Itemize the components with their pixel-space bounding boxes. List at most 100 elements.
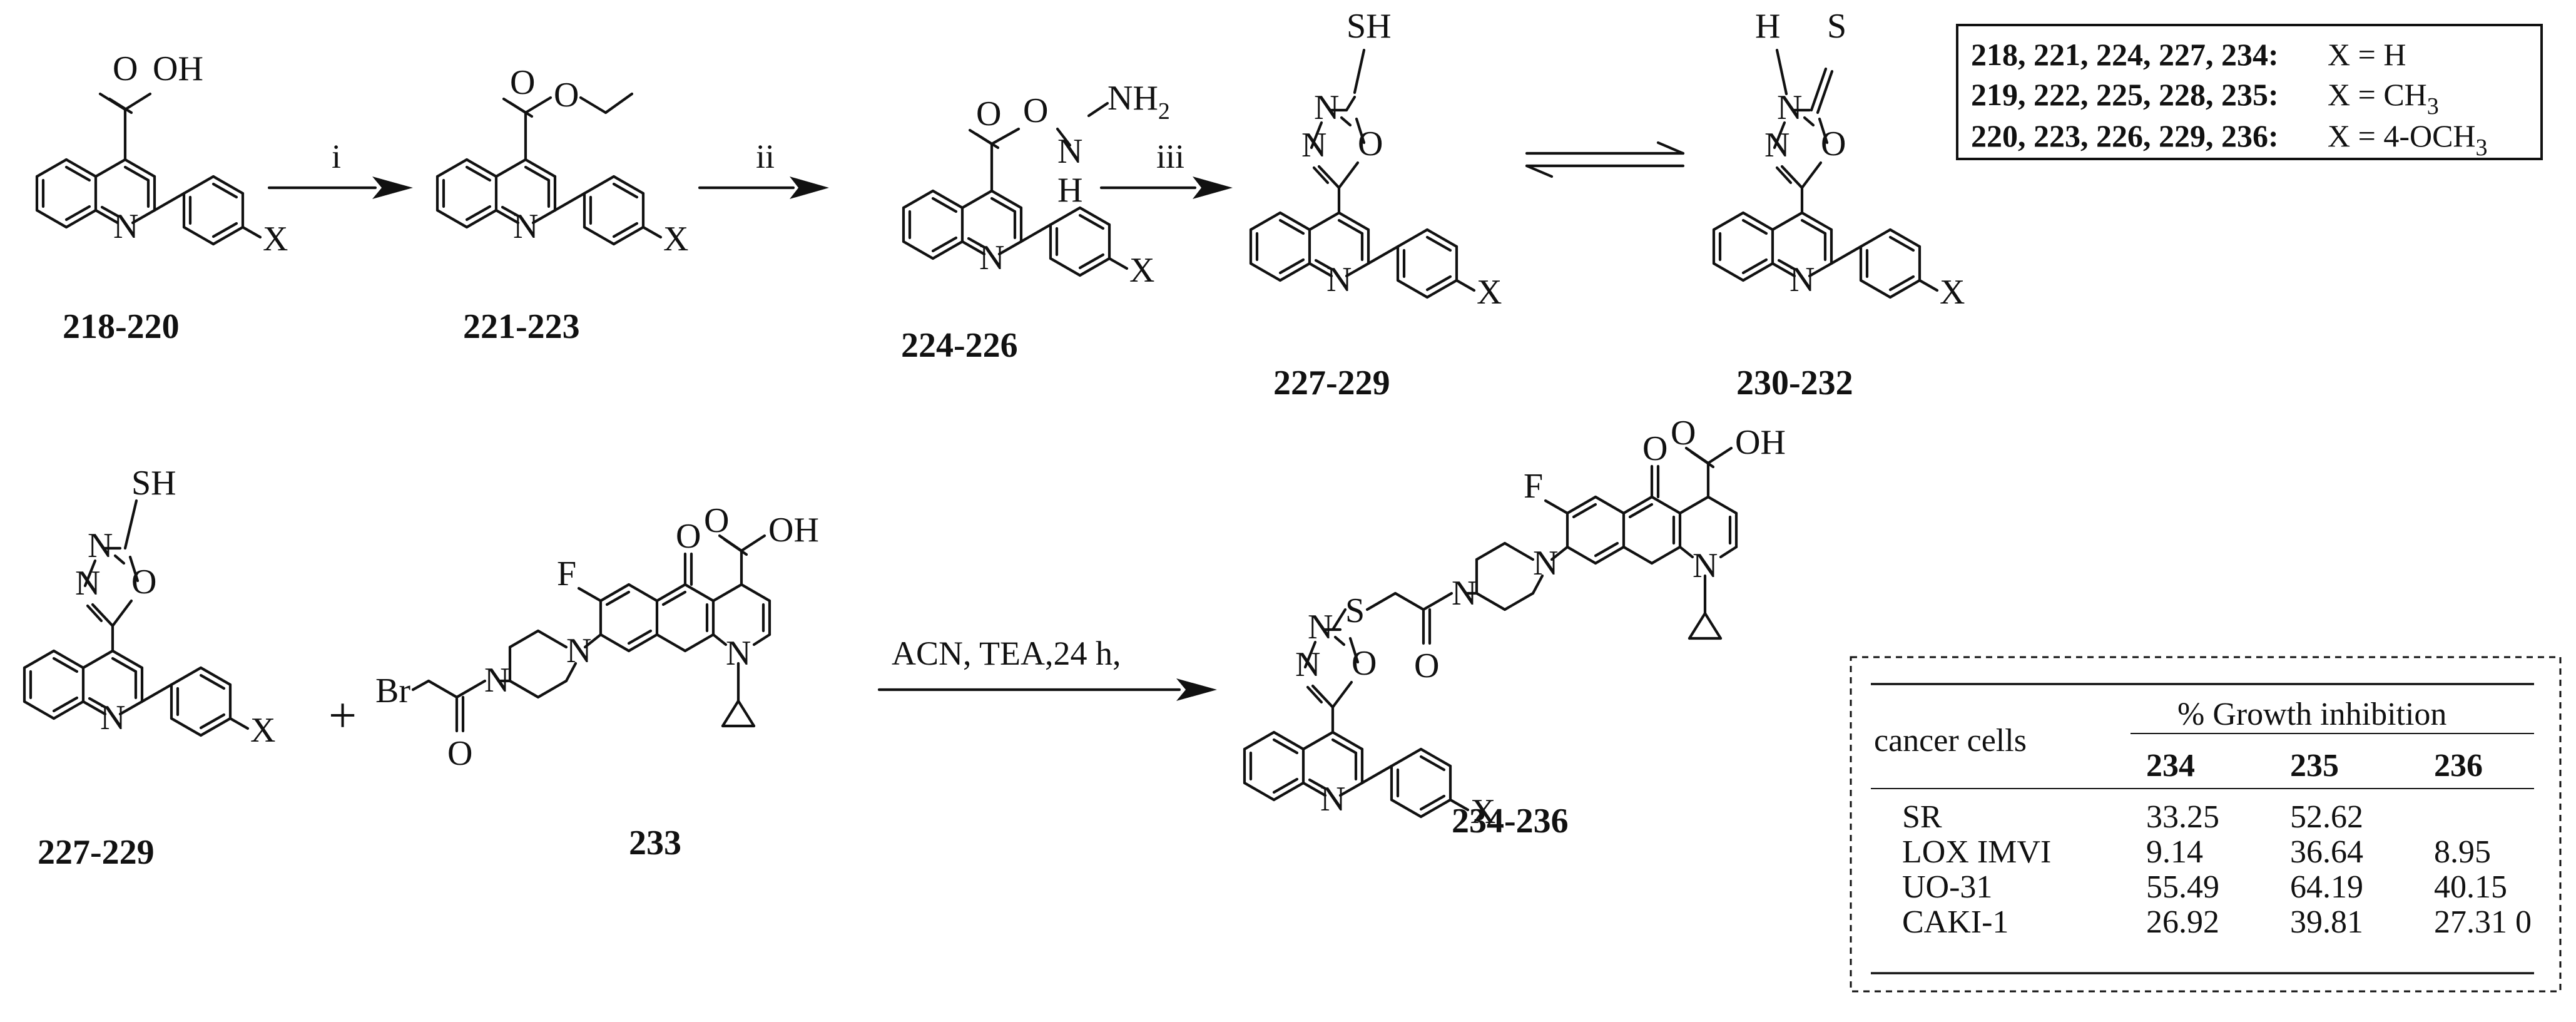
compound-227-229: N N O SH N X 227-229: [1251, 7, 1502, 402]
compound-230-232: N N H O S N X 230-232: [1714, 7, 1965, 402]
atom-N: N: [1320, 780, 1345, 819]
reagent-ii: ii: [756, 138, 775, 175]
atom-N: N: [88, 526, 113, 565]
arrow-step-iii: iii: [1099, 138, 1233, 199]
row-value: 26.92: [2146, 904, 2219, 940]
row-value: 9.14: [2146, 834, 2203, 870]
row-value: 27.31 0: [2434, 904, 2532, 940]
atom-NH: N: [1057, 132, 1082, 171]
atom-N: N: [566, 631, 591, 670]
atom-O: O: [1023, 91, 1048, 130]
atom-O: O: [1642, 429, 1667, 468]
row-cell: SR: [1902, 799, 1942, 835]
substituent-legend: 218, 221, 224, 227, 234: X = H 219, 222,…: [1956, 24, 2543, 161]
compound-label: 224-226: [901, 326, 1018, 365]
atom-N: N: [1693, 546, 1718, 585]
reagent-iii: iii: [1156, 138, 1184, 175]
atom-N: N: [1314, 88, 1339, 127]
row-cell: CAKI-1: [1902, 904, 2008, 940]
atom-N: N: [979, 238, 1004, 277]
atom-O: O: [676, 517, 701, 556]
reagent-coupling: ACN, TEA,24 h,: [892, 635, 1121, 672]
row-value: 40.15: [2434, 869, 2507, 905]
atom-SH: SH: [1347, 7, 1392, 46]
atom-N: N: [113, 207, 138, 246]
row-cell: UO-31: [1902, 869, 1992, 905]
atom-N: N: [75, 564, 100, 603]
atom-O: O: [1821, 125, 1846, 163]
legend-row-1: 218, 221, 224, 227, 234: X = H: [1971, 37, 2406, 72]
atom-N: N: [726, 634, 751, 673]
compound-label: 227-229: [38, 833, 155, 872]
compound-label: 230-232: [1736, 364, 1853, 402]
compound-227-229-reactant: N N O SH N X 227-229: [24, 464, 275, 872]
reagent-i: i: [332, 138, 341, 175]
row-value: 39.81: [2290, 904, 2363, 940]
atom-N: N: [1326, 260, 1352, 299]
atom-N: N: [1777, 88, 1802, 127]
atom-X: X: [250, 711, 275, 750]
row-cell: LOX IMVI: [1902, 834, 2051, 870]
legend-row-2: 219, 222, 225, 228, 235: X = CH3: [1971, 77, 2439, 120]
atom-X: X: [1470, 792, 1495, 831]
compound-221-223: O O N X 221-223: [437, 63, 688, 346]
atom-OH: OH: [1735, 423, 1786, 462]
atom-O: O: [113, 49, 138, 88]
atom-O: O: [976, 95, 1001, 133]
compound-label: 227-229: [1273, 364, 1390, 402]
compound-233: F O O OH N N N O Br 233: [375, 501, 819, 862]
compound-234-236: F O O OH N N N O S N N O N X 234-236: [1245, 414, 1786, 841]
atom-N: N: [100, 698, 125, 737]
atom-O: O: [704, 501, 729, 540]
atom-O: O: [447, 734, 472, 773]
atom-F: F: [1524, 467, 1543, 506]
col-header-234: 234: [2146, 748, 2195, 784]
atom-O: O: [131, 563, 156, 601]
compound-label: 221-223: [463, 307, 580, 346]
atom-O: O: [1671, 414, 1696, 452]
atom-N: N: [1533, 544, 1558, 583]
atom-S: S: [1345, 591, 1365, 630]
atom-N: N: [1764, 126, 1789, 165]
atom-X: X: [1129, 251, 1154, 290]
atom-X: X: [1940, 273, 1965, 312]
row-value: 64.19: [2290, 869, 2363, 905]
col-header-235: 235: [2290, 748, 2339, 784]
atom-N: N: [1308, 608, 1333, 646]
atom-S: S: [1827, 7, 1846, 46]
atom-OH: OH: [153, 49, 203, 88]
arrow-coupling: ACN, TEA,24 h,: [877, 635, 1217, 701]
row-value: 33.25: [2146, 799, 2219, 835]
compound-label: 233: [629, 824, 681, 862]
compound-218-220: O OH N X 218-220: [37, 49, 288, 346]
atom-N: N: [1452, 574, 1477, 613]
atom-F: F: [557, 554, 576, 593]
atom-X: X: [663, 220, 688, 258]
growth-inhibition-table: cancer cells % Growth inhibition 234 235…: [1850, 656, 2562, 993]
atom-N: N: [1789, 260, 1815, 299]
compound-label: 218-220: [63, 307, 180, 346]
atom-X: X: [263, 220, 288, 258]
compound-label: 234-236: [1452, 802, 1569, 841]
atom-N: N: [1057, 132, 1082, 171]
atom-OH: OH: [768, 511, 819, 549]
plus-sign: +: [328, 688, 357, 744]
atom-O: O: [1352, 644, 1377, 683]
atom-O: O: [554, 76, 579, 115]
group-header: % Growth inhibition: [2177, 697, 2446, 732]
atom-N: N: [484, 661, 509, 700]
atom-SH: SH: [131, 464, 176, 503]
row-value: 36.64: [2290, 834, 2363, 870]
atom-NH2: NH2: [1107, 79, 1170, 125]
atom-H: H: [1057, 171, 1082, 210]
row-value: 55.49: [2146, 869, 2219, 905]
compound-224-226: O O N H NH2 N X 224-226: [901, 79, 1170, 365]
row-value: 8.95: [2434, 834, 2491, 870]
equilibrium-arrow: [1525, 141, 1685, 178]
atom-N: N: [513, 207, 538, 246]
atom-O: O: [1358, 125, 1383, 163]
atom-X: X: [1477, 273, 1502, 312]
col-header-236: 236: [2434, 748, 2483, 784]
atom-O: O: [510, 63, 535, 102]
